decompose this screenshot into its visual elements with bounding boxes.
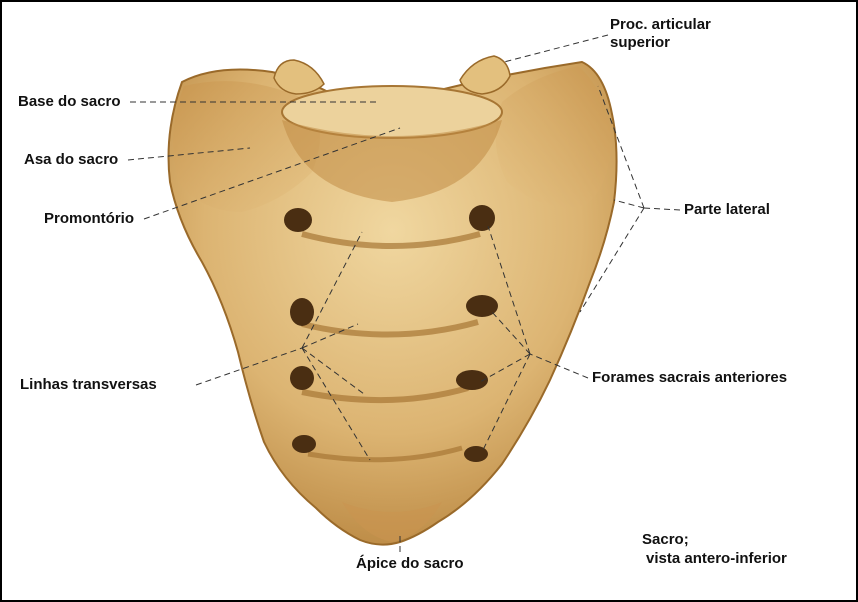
transverse-ridge-3 [301,385,469,404]
label-proc-articular-line2: superior [610,34,671,51]
transverse-ridge-1 [301,231,481,249]
foramen-right-1 [469,205,495,231]
label-proc-articular-superior: Proc. articular superior [610,16,711,52]
transverse-ridge-4 [307,445,463,463]
label-linhas-transversas: Linhas transversas [20,376,157,393]
left-articular-process [273,59,325,95]
foramen-left-1 [284,208,312,232]
leader-lines [127,34,681,552]
transverse-ridge-2 [301,319,479,338]
promontory-shadow [282,120,502,202]
label-proc-articular-line1: Proc. articular [610,16,711,33]
foramen-left-2 [290,298,314,326]
foramen-right-3 [456,370,488,390]
right-ala-shade [495,66,612,208]
label-asa-do-sacro: Asa do sacro [24,151,119,168]
foramen-right-4 [464,446,488,462]
right-articular-process [459,55,511,95]
figure-caption: Sacro; vista antero-inferior [642,530,787,568]
caption-line1: Sacro; [642,531,689,548]
label-apice-do-sacro: Ápice do sacro [356,555,464,572]
label-base-do-sacro: Base do sacro [18,93,121,110]
label-parte-lateral: Parte lateral [684,201,770,218]
label-forames-sacrais-anteriores: Forames sacrais anteriores [592,369,788,386]
foramen-right-2 [466,295,498,317]
foramen-left-3 [290,366,314,390]
caption-line2: vista antero-inferior [646,550,787,567]
label-promontorio: Promontório [44,210,134,227]
foramen-left-4 [292,435,316,453]
apex-shade [342,502,442,542]
